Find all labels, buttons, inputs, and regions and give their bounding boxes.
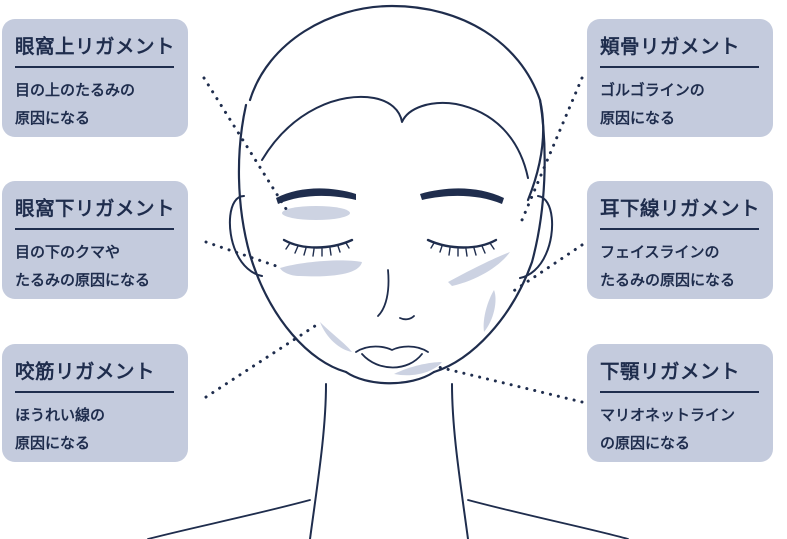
card-parotid-ligament: 耳下線リガメント フェイスラインの たるみの原因になる bbox=[587, 181, 773, 299]
upper-lip bbox=[355, 345, 429, 353]
card-masseter-ligament: 咬筋リガメント ほうれい線の 原因になる bbox=[2, 344, 188, 462]
left-eye-lashes bbox=[285, 242, 350, 257]
mandibular-area bbox=[394, 362, 442, 376]
card-description-line: 原因になる bbox=[15, 108, 91, 127]
card-description: 目の下のクマや たるみの原因になる bbox=[15, 238, 174, 294]
left-eye bbox=[282, 238, 354, 249]
card-description: ゴルゴラインの 原因になる bbox=[600, 76, 759, 132]
leader-mandibular bbox=[432, 364, 584, 404]
card-description-line: 目の上のたるみの bbox=[15, 80, 136, 99]
card-divider bbox=[600, 66, 759, 68]
card-description-line: たるみの原因になる bbox=[600, 270, 736, 289]
nose bbox=[377, 269, 415, 321]
card-zygomatic-ligament: 頬骨リガメント ゴルゴラインの 原因になる bbox=[587, 19, 773, 137]
card-description-line: たるみの原因になる bbox=[15, 270, 151, 289]
card-description: フェイスラインの たるみの原因になる bbox=[600, 238, 759, 294]
parotid-area bbox=[483, 290, 496, 332]
card-title: 眼窩上リガメント bbox=[15, 35, 176, 58]
card-title: 眼窩下リガメント bbox=[15, 197, 176, 220]
card-description-line: ゴルゴラインの bbox=[600, 80, 705, 99]
lower-lip bbox=[361, 353, 423, 369]
card-divider bbox=[600, 391, 759, 393]
card-title: 咬筋リガメント bbox=[15, 360, 156, 383]
card-divider bbox=[15, 228, 174, 230]
card-divider bbox=[15, 391, 174, 393]
shoulder-left bbox=[147, 499, 311, 539]
card-description-line: マリオネットライン bbox=[600, 405, 736, 424]
card-divider bbox=[15, 66, 174, 68]
right-eyebrow bbox=[420, 188, 504, 204]
leader-zygomatic bbox=[520, 76, 584, 222]
hairline bbox=[261, 95, 529, 179]
card-description-line: の原因になる bbox=[600, 433, 691, 452]
masseter-area bbox=[320, 322, 352, 352]
card-title: 頬骨リガメント bbox=[600, 35, 741, 58]
card-description-line: フェイスラインの bbox=[600, 242, 720, 261]
card-title: 下顎リガメント bbox=[600, 360, 741, 383]
card-description-line: 原因になる bbox=[15, 433, 91, 452]
chin bbox=[344, 370, 436, 385]
card-mandibular-ligament: 下顎リガメント マリオネットライン の原因になる bbox=[587, 344, 773, 462]
shoulder-right bbox=[467, 499, 629, 539]
leader-infraorbital bbox=[204, 240, 284, 270]
supraorbital-area bbox=[282, 206, 350, 220]
right-eye-lashes bbox=[430, 242, 495, 257]
left-eyebrow bbox=[276, 188, 356, 204]
card-description-line: 原因になる bbox=[600, 108, 676, 127]
leader-masseter bbox=[204, 322, 320, 399]
card-description: マリオネットライン の原因になる bbox=[600, 401, 759, 457]
leader-supraorbital bbox=[202, 76, 290, 214]
card-description-line: ほうれい線の bbox=[15, 405, 106, 424]
right-ear bbox=[519, 195, 554, 279]
card-title: 耳下線リガメント bbox=[600, 197, 761, 220]
card-infraorbital-ligament: 眼窩下リガメント 目の下のクマや たるみの原因になる bbox=[2, 181, 188, 299]
hair-outline bbox=[248, 4, 545, 202]
card-description: 目の上のたるみの 原因になる bbox=[15, 76, 174, 132]
card-divider bbox=[600, 228, 759, 230]
infraorbital-area bbox=[280, 260, 362, 277]
neck-left bbox=[309, 383, 327, 539]
card-description: ほうれい線の 原因になる bbox=[15, 401, 174, 457]
face-right bbox=[432, 98, 546, 374]
right-eye bbox=[426, 238, 498, 249]
zygomatic-area bbox=[448, 252, 510, 286]
neck-right bbox=[451, 383, 469, 539]
card-description-line: 目の下のクマや bbox=[15, 242, 121, 261]
face-left bbox=[237, 103, 348, 374]
card-supraorbital-ligament: 眼窩上リガメント 目の上のたるみの 原因になる bbox=[2, 19, 188, 137]
